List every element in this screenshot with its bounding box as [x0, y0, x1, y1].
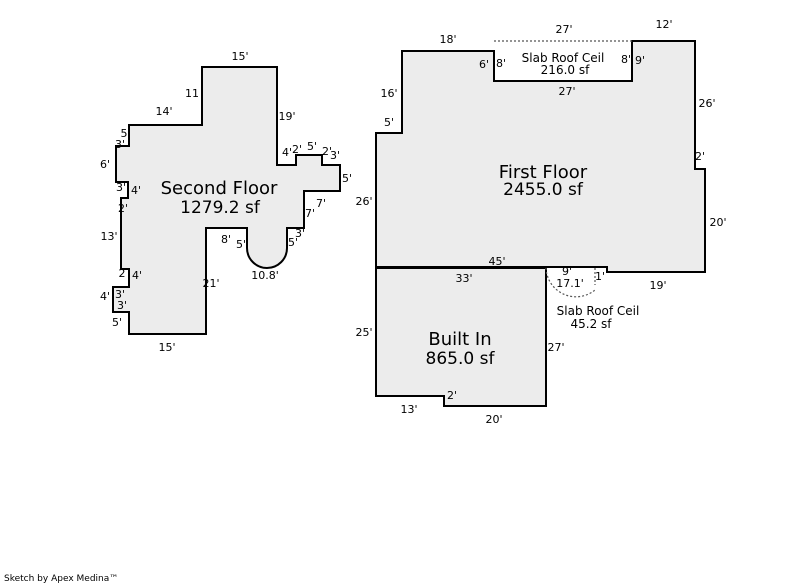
dim-label: 8': [221, 233, 231, 246]
slab-bottom-title: Slab Roof Ceil: [557, 304, 640, 318]
dim-label: 33': [455, 272, 472, 285]
dim-label: 3': [116, 181, 126, 194]
dim-label: 15': [158, 341, 175, 354]
built-in-title: Built In: [428, 329, 491, 350]
dim-label: 1': [595, 270, 605, 283]
dim-label: 20': [485, 413, 502, 426]
dim-label: 5': [384, 116, 394, 129]
dim-label: 45': [488, 255, 505, 268]
dim-label: 27': [547, 341, 564, 354]
first-floor-title: First Floor: [499, 162, 588, 183]
second-floor-title: Second Floor: [161, 178, 278, 199]
slab-bottom-area: 45.2 sf: [570, 317, 612, 331]
dim-label: 2: [119, 267, 126, 280]
dim-label: 2': [118, 202, 128, 215]
second-floor-outline: [112, 66, 341, 335]
dim-label: 16': [380, 87, 397, 100]
dim-label: 3': [330, 149, 340, 162]
first-floor-area: 2455.0 sf: [503, 180, 584, 200]
slab-top-title: Slab Roof Ceil: [522, 51, 605, 65]
dim-label: 2': [447, 389, 457, 402]
dim-label: 5': [288, 236, 298, 249]
dim-label: 5: [121, 127, 128, 140]
dim-label: 5': [307, 140, 317, 153]
dim-label: 5': [236, 238, 246, 251]
slab-top-area: 216.0 sf: [541, 63, 590, 77]
dim-label: 19': [278, 110, 295, 123]
dim-label: 27': [558, 85, 575, 98]
dim-label: 21': [202, 277, 219, 290]
dim-label: 4': [100, 290, 110, 303]
dim-label: 6': [100, 158, 110, 171]
slab-bottom-arc: [545, 267, 596, 298]
dim-label: 26': [355, 195, 372, 208]
dim-label: 10.8': [251, 269, 279, 282]
dim-label: 4': [131, 184, 141, 197]
dim-label: 27': [555, 23, 572, 36]
dim-label: 7': [316, 197, 326, 210]
dim-label: 13': [400, 403, 417, 416]
dim-label: 11: [185, 87, 199, 100]
built-in-area: 865.0 sf: [426, 349, 496, 369]
dim-label: 14': [155, 105, 172, 118]
dim-label: 8': [621, 53, 631, 66]
first-floor-outline: [375, 40, 706, 273]
dim-label: 25': [355, 326, 372, 339]
dim-label: 3': [115, 138, 125, 151]
dim-label: 2': [322, 145, 332, 158]
dim-label: 2': [695, 150, 705, 163]
dim-label: 3': [295, 227, 305, 240]
dim-label: 15': [231, 50, 248, 63]
dim-label: 13': [100, 230, 117, 243]
dim-label: 26': [698, 97, 715, 110]
dim-label: 2': [292, 143, 302, 156]
dim-label: 3': [115, 288, 125, 301]
dim-label: 4': [282, 146, 292, 159]
dim-label: 9': [635, 54, 645, 67]
dim-label: 12': [655, 18, 672, 31]
dim-label: 18': [439, 33, 456, 46]
sketch-credit: Sketch by Apex Medina™: [4, 574, 119, 584]
dim-label: 7': [305, 207, 315, 220]
dim-label: 19': [649, 279, 666, 292]
dim-label: 5': [112, 316, 122, 329]
dim-label: 9': [562, 265, 572, 278]
dim-label: 4': [132, 269, 142, 282]
dim-label: 6': [479, 58, 489, 71]
dim-label: 8': [496, 57, 506, 70]
dim-label: 20': [709, 216, 726, 229]
dim-label: 17.1': [556, 277, 584, 290]
dim-label: 5': [342, 172, 352, 185]
dim-label: 3': [117, 299, 127, 312]
second-floor-area: 1279.2 sf: [180, 198, 261, 218]
